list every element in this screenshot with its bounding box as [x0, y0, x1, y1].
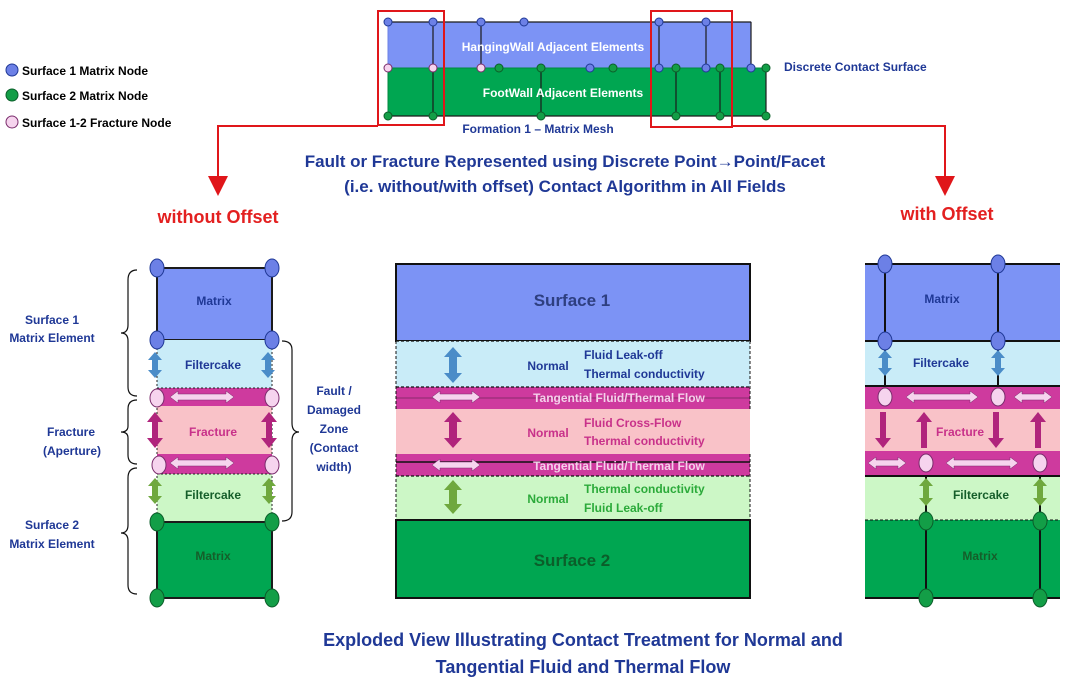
right-matrix-bottom	[865, 520, 1060, 598]
without-offset-title: without Offset	[157, 207, 279, 227]
brace-zone-line3: Zone	[320, 422, 349, 436]
right-filtercake-bottom	[865, 476, 1060, 520]
left-filtercake-bottom	[157, 474, 272, 522]
brace-fracture-line2: (Aperture)	[43, 444, 101, 458]
brace-surface1-line1: Surface 1	[25, 313, 79, 327]
right-callout-arrow	[732, 125, 955, 196]
right-filtercake-top	[865, 341, 1060, 386]
right-filtercake-bottom-label: Filtercake	[953, 488, 1009, 502]
right-highlight-box	[650, 10, 733, 128]
formation-mesh: HangingWall Adjacent Elements FootWall A…	[208, 10, 955, 196]
left-highlight-box	[377, 10, 445, 126]
brace-zone-line1: Fault /	[316, 384, 352, 398]
left-matrix-bottom	[156, 521, 273, 599]
center-row2-line2: Thermal conductivity	[584, 434, 705, 448]
center-band-top	[396, 387, 750, 409]
center-row1-line1: Fluid Leak-off	[584, 348, 664, 362]
right-tangential-arrows	[867, 390, 1053, 470]
left-filtercake-bottom-label: Filtercake	[185, 488, 241, 502]
discrete-contact-label: Discrete Contact Surface	[784, 60, 927, 74]
right-matrix-top	[865, 264, 1060, 341]
left-braces	[120, 269, 300, 595]
center-row3-line2: Fluid Leak-off	[584, 501, 664, 515]
center-row3-arrow-icon	[444, 480, 462, 514]
center-row1-arrow-icon	[444, 347, 462, 383]
center-tangential-bottom-label: Tangential Fluid/Thermal Flow	[533, 459, 705, 473]
right-panel: Matrix Filtercake Fracture Filtercake Ma…	[865, 254, 1060, 608]
footer-line2: Tangential Fluid and Thermal Flow	[436, 657, 732, 677]
right-fracture-label: Fracture	[936, 425, 984, 439]
left-nodes	[149, 258, 280, 608]
center-panel: Surface 1 Surface 2 Normal Fluid Leak-of…	[395, 263, 751, 599]
right-filtercake-top-label: Filtercake	[913, 356, 969, 370]
center-surface1-block	[395, 263, 751, 342]
center-surface1-label: Surface 1	[534, 291, 611, 310]
left-callout-arrow	[208, 125, 378, 196]
right-matrix-bottom-label: Matrix	[962, 549, 998, 563]
footwall-label: FootWall Adjacent Elements	[483, 86, 644, 100]
hangingwall-band	[387, 21, 752, 69]
mesh-grid-lines	[388, 21, 767, 117]
center-row1-normal: Normal	[527, 359, 568, 373]
brace-fracture-line1: Fracture	[47, 425, 95, 439]
headline-line1: Fault or Fracture Represented using Disc…	[305, 152, 826, 171]
center-row3-line1: Thermal conductivity	[584, 482, 705, 496]
center-row2-normal: Normal	[527, 426, 568, 440]
left-tangential-arrows	[169, 390, 235, 470]
right-vertical-arrows	[875, 350, 1047, 506]
brace-surface2-line1: Surface 2	[25, 518, 79, 532]
center-row2-arrow-icon	[444, 412, 462, 448]
center-band-bottom	[396, 454, 750, 476]
footwall-band	[387, 67, 767, 117]
left-matrix-top-label: Matrix	[196, 294, 232, 308]
mesh-caption: Formation 1 – Matrix Mesh	[462, 122, 613, 136]
brace-zone-line4: (Contact	[310, 441, 359, 455]
left-matrix-top	[156, 267, 273, 341]
right-nodes	[877, 254, 1048, 608]
left-fracture-label: Fracture	[189, 425, 237, 439]
legend-green-node-icon	[5, 88, 19, 102]
center-tangential-top-label: Tangential Fluid/Thermal Flow	[533, 391, 705, 405]
center-row2-line1: Fluid Cross-Flow	[584, 416, 682, 430]
legend-blue-node-icon	[5, 63, 19, 77]
brace-zone-line2: Damaged	[307, 403, 361, 417]
legend-label-fracture: Surface 1-2 Fracture Node	[22, 116, 172, 130]
right-matrix-top-label: Matrix	[924, 292, 960, 306]
brace-zone-line5: width)	[315, 460, 351, 474]
legend-fracture-node-icon	[5, 115, 19, 129]
mesh-nodes	[383, 17, 771, 121]
brace-surface1-line2: Matrix Element	[9, 331, 94, 345]
legend: Surface 1 Matrix Node Surface 2 Matrix N…	[5, 63, 172, 130]
center-surface2-block	[395, 519, 751, 599]
left-filtercake-top	[157, 340, 272, 388]
left-filtercake-top-label: Filtercake	[185, 358, 241, 372]
left-fracture	[157, 406, 272, 454]
center-row1-line2: Thermal conductivity	[584, 367, 705, 381]
headline-line2: (i.e. without/with offset) Contact Algor…	[344, 177, 786, 196]
left-vertical-arrows	[147, 352, 277, 504]
center-tangential-bottom-arrow-icon	[431, 458, 481, 472]
center-row3-normal: Normal	[527, 492, 568, 506]
legend-label-surface2: Surface 2 Matrix Node	[22, 89, 148, 103]
footer-line1: Exploded View Illustrating Contact Treat…	[323, 630, 843, 650]
right-fracture	[865, 409, 1060, 451]
hangingwall-label: HangingWall Adjacent Elements	[462, 40, 645, 54]
brace-surface2-line2: Matrix Element	[9, 537, 94, 551]
left-matrix-bottom-label: Matrix	[195, 549, 231, 563]
left-panel: Matrix Filtercake Fracture Filtercake Ma…	[9, 258, 361, 608]
center-surface2-label: Surface 2	[534, 551, 611, 570]
legend-label-surface1: Surface 1 Matrix Node	[22, 64, 148, 78]
center-tangential-top-arrow-icon	[431, 390, 481, 404]
with-offset-title: with Offset	[900, 204, 994, 224]
